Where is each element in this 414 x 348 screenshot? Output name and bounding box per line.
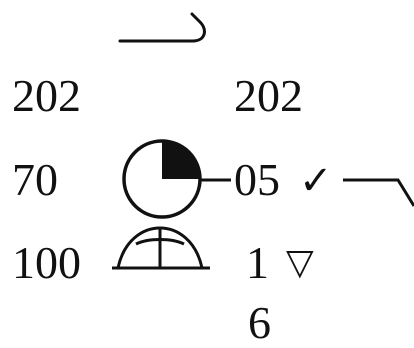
left-pressure-label: 202 bbox=[12, 70, 81, 121]
pressure-tendency-label: 05 bbox=[234, 154, 280, 205]
precip-value-label: 1 bbox=[246, 237, 269, 288]
triangle-down-icon: ▽ bbox=[286, 242, 314, 282]
dome-cloud-icon bbox=[112, 226, 210, 270]
hook-line-icon bbox=[118, 12, 206, 43]
bottom-value-label: 6 bbox=[248, 297, 271, 348]
quarter-filled-circle-icon bbox=[122, 139, 202, 219]
right-pressure-label: 202 bbox=[234, 70, 303, 121]
wind-barb-icon bbox=[343, 178, 414, 207]
temperature-label: 70 bbox=[12, 154, 58, 205]
dewpoint-label: 100 bbox=[12, 237, 81, 288]
checkmark-icon: ✓ bbox=[299, 158, 333, 203]
